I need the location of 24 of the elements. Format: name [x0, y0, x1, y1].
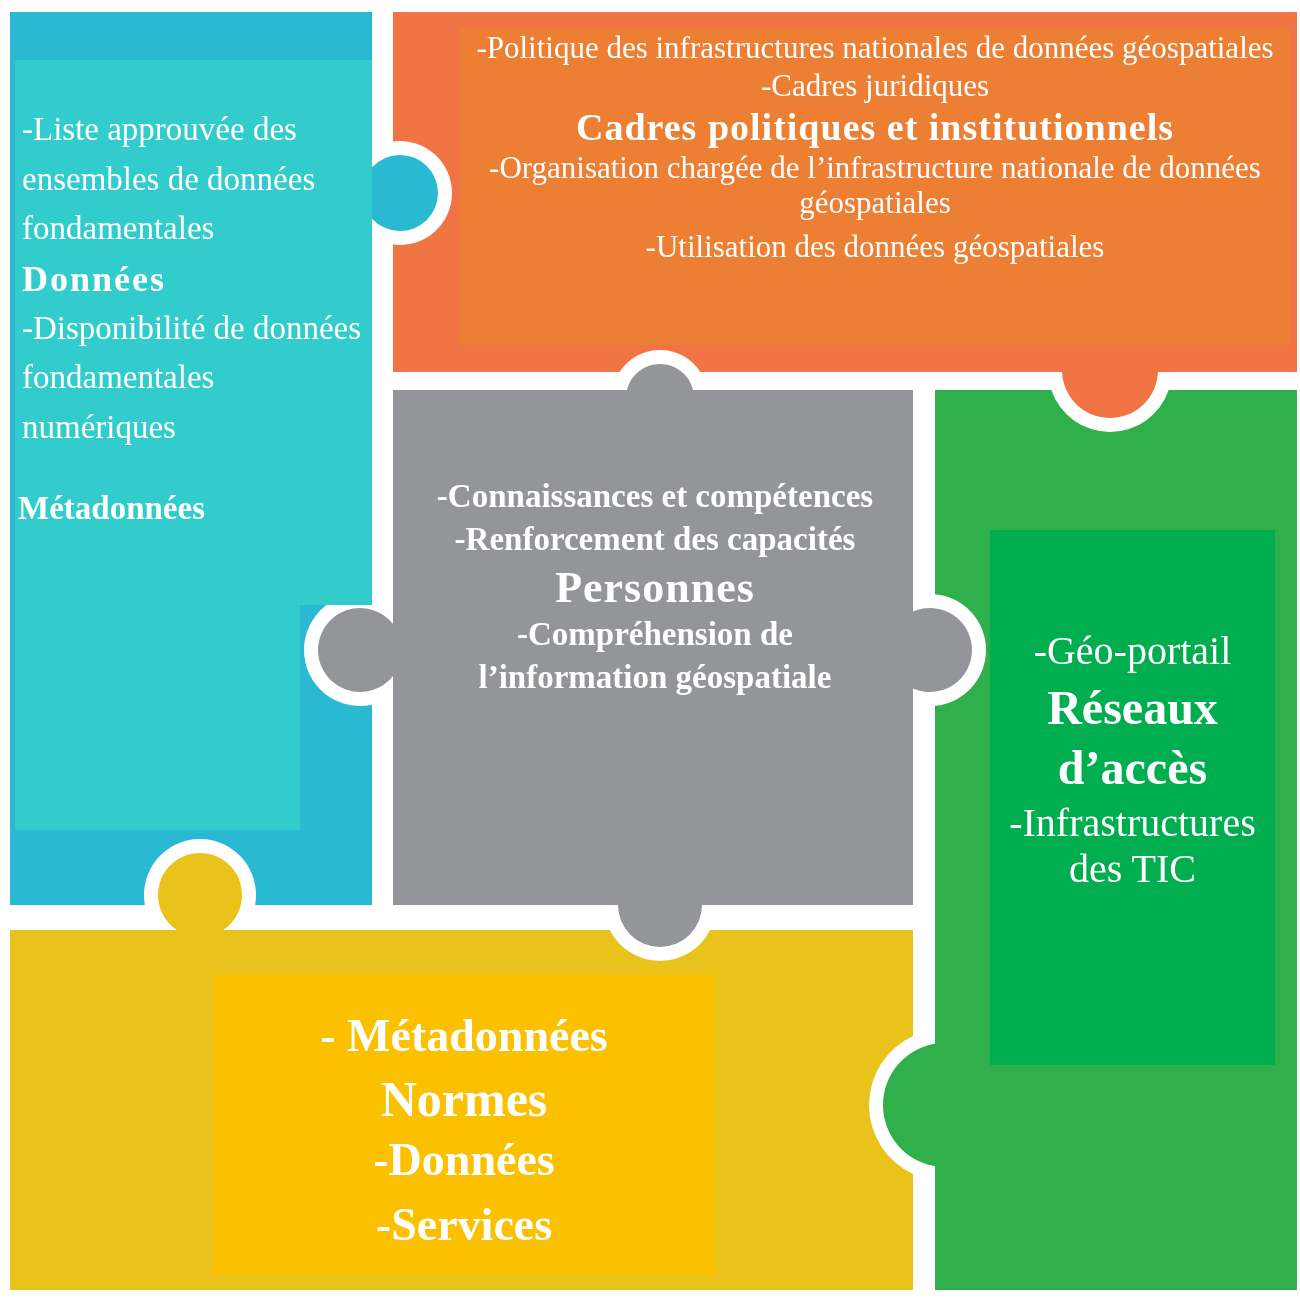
bullet-text: -Organisation chargée de l’infrastructure nationale de données géospatiales — [488, 149, 1262, 221]
piece-title: -Données — [373, 1134, 555, 1188]
piece-title: - Métadonnées — [320, 1010, 608, 1063]
bullet-text: -Infrastructures des TIC — [1008, 800, 1257, 892]
bullet-text: -Connaissances et compétences — [436, 477, 874, 516]
bullet-text: -Géo-portail — [1033, 628, 1232, 674]
puzzle-piece — [10, 853, 913, 1290]
bullet-text: -Utilisation des données géospatiales — [645, 228, 1105, 265]
piece-title: Normes — [380, 1070, 548, 1129]
bullet-text: -Cadres juridiques — [760, 68, 990, 104]
bullet-text: -Renforcement des capacités — [454, 519, 856, 559]
puzzle-piece — [393, 12, 1297, 418]
bullet-text: -Politique des infrastructures nationales de données géospatiales — [476, 29, 1274, 67]
bullet-text: Métadonnées — [18, 490, 205, 529]
piece-title: Données — [22, 257, 166, 301]
bullet-text: -Compréhension de l’information géospatiale — [477, 615, 833, 698]
bullet-text: -Disponibilité de données fondamentales numériques — [22, 308, 363, 447]
piece-title: Cadres politiques et institutionnels — [576, 105, 1174, 150]
puzzle-piece — [883, 390, 1297, 1290]
piece-title: Personnes — [555, 562, 755, 614]
puzzle-piece — [318, 364, 972, 947]
piece-title: -Services — [375, 1199, 553, 1253]
bullet-text: -Liste approuvée des ensembles de données fondamentales — [22, 110, 317, 248]
piece-title: Réseaux d’accès — [1046, 680, 1219, 796]
